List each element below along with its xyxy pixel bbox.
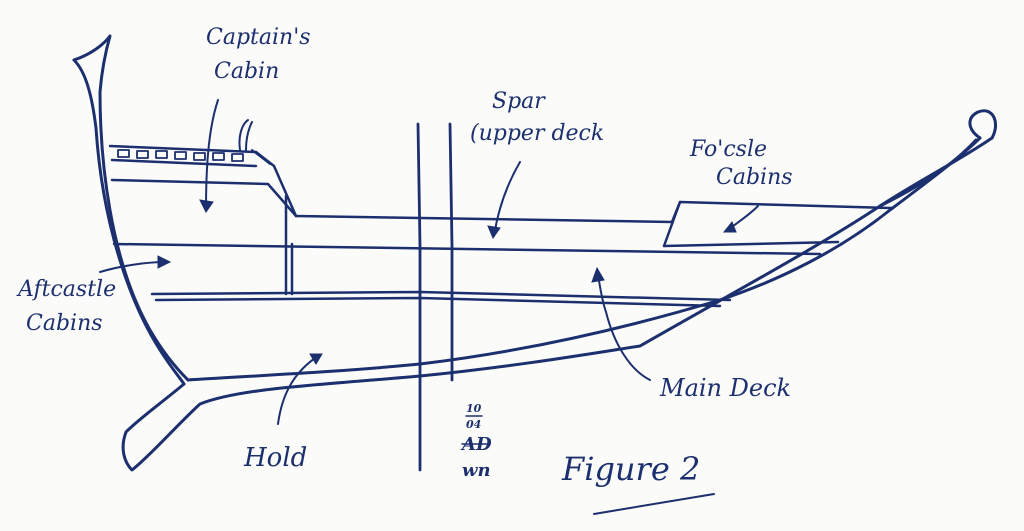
stern-post-inner: [72, 58, 186, 386]
forecastle-bottom: [662, 240, 840, 248]
artist-signature: 10 04 AD wn: [460, 402, 492, 481]
main-deck-arrow: [597, 273, 651, 381]
hold-arrow: [277, 355, 319, 425]
aftcastle-label-line1: Aftcastle: [16, 277, 116, 302]
gallery-window: [212, 152, 225, 161]
forecastle-front: [662, 200, 682, 248]
aftcastle-arrow-head: [157, 255, 172, 269]
signature-mark: wn: [462, 460, 491, 481]
mast: [416, 122, 454, 472]
keel-inner: [186, 362, 422, 382]
bow-scroll: [968, 109, 997, 140]
spar-arrow: [493, 161, 521, 237]
gallery-rail-lower: [110, 158, 258, 168]
spar-arrow-head: [487, 225, 501, 240]
main-deck-lower-2: [154, 296, 722, 308]
mast-right: [448, 122, 454, 382]
main-deck-upper: [112, 242, 822, 256]
aftcastle-label-line2: Cabins: [26, 311, 103, 336]
hold-label: Hold: [243, 443, 307, 473]
main-deck-arrow-head: [591, 266, 605, 283]
gallery-window: [136, 150, 149, 159]
spar-label-line1: Spar: [492, 89, 546, 114]
aftcastle-arrow: [99, 261, 167, 273]
mast-left: [416, 122, 422, 472]
hold-arrow-head: [309, 353, 323, 365]
gallery-window: [174, 151, 187, 160]
hull-bottom-inner: [418, 136, 982, 366]
stern-lantern: [238, 119, 271, 165]
figure-title-underline: [593, 493, 715, 515]
hull: [72, 34, 997, 472]
captains-cabin-label-line2: Cabin: [214, 59, 279, 84]
gallery-window: [231, 153, 244, 162]
captains-cabin-label-line1: Captain's: [206, 25, 311, 50]
spar-deck-line: [294, 214, 674, 224]
hull-bottom-outer: [418, 136, 994, 378]
captains-cabin-arrow-head: [199, 199, 214, 213]
decks: [112, 200, 894, 308]
signature-day: 10: [466, 402, 482, 415]
signature-month: 04: [466, 418, 481, 431]
captains-cabin-arrow: [205, 99, 219, 211]
figure-title: Figure 2: [561, 450, 700, 488]
focsle-arrow-head: [722, 221, 737, 233]
gallery-window: [117, 149, 130, 158]
gallery-window: [193, 152, 206, 161]
focsle-label-line1: Fo'csle: [689, 137, 767, 162]
spar-label-line2: (upper deck: [470, 121, 604, 146]
main-deck-label: Main Deck: [659, 374, 791, 402]
aftcastle: [108, 119, 298, 296]
captains-cabin-side: [272, 164, 298, 218]
captains-cabin-top: [110, 178, 298, 218]
gallery-windows: [117, 149, 244, 162]
labels: Captain's Cabin Spar (upper deck Fo'csle…: [16, 25, 793, 515]
gallery-window: [155, 150, 168, 159]
stern-post-outer: [72, 34, 190, 382]
focsle-label-line2: Cabins: [716, 165, 793, 190]
bow-sheer: [878, 138, 978, 208]
